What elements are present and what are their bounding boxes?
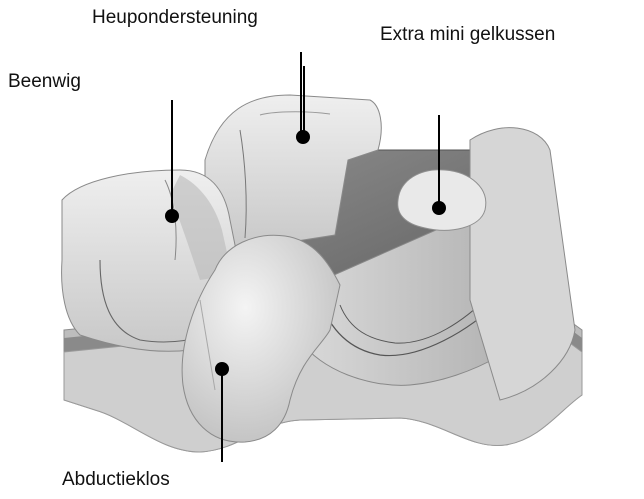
label-abduction-block: Abductieklos — [62, 470, 170, 489]
label-hip-support: Heupondersteuning — [92, 8, 258, 27]
label-extra-mini-gel-cushion: Extra mini gelkussen — [380, 25, 555, 44]
label-leg-wedge: Beenwig — [8, 72, 81, 91]
extra-mini-gel-cushion — [398, 170, 486, 230]
